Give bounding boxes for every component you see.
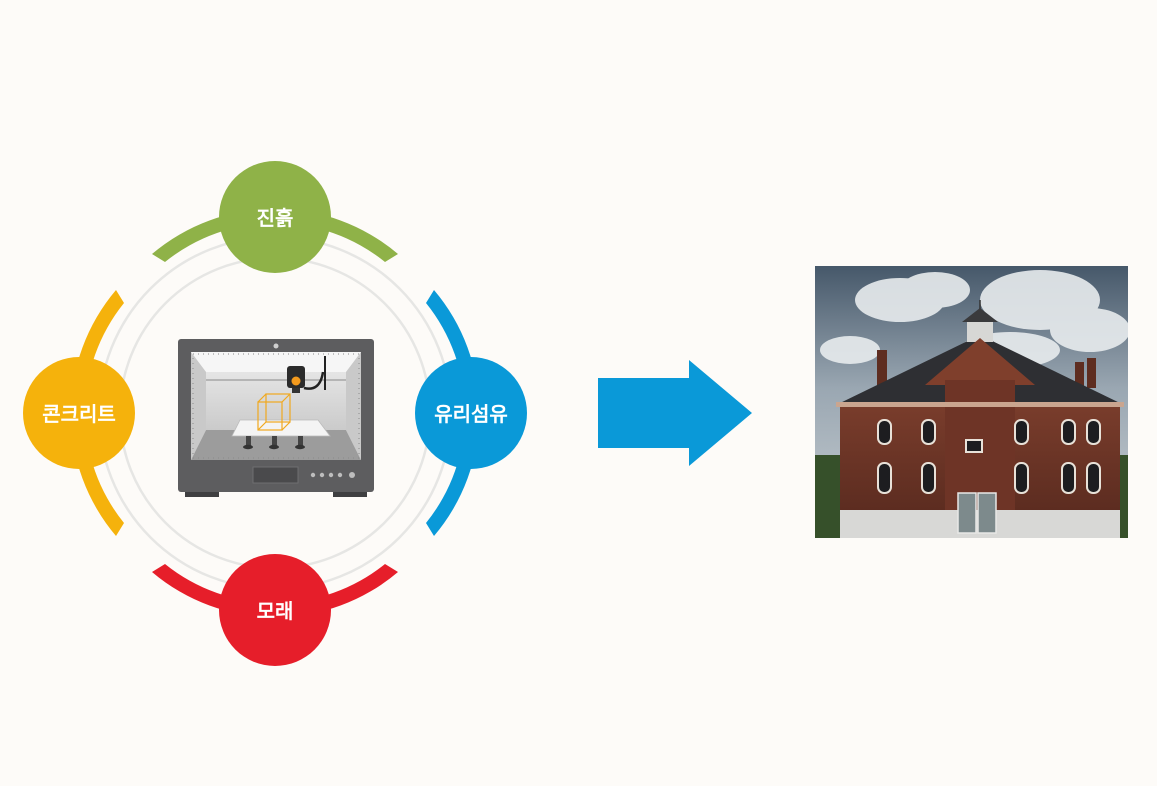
node-left-label: 콘크리트 <box>42 402 116 426</box>
node-right-label: 유리섬유 <box>434 402 508 426</box>
node-top: 진흙 <box>219 161 331 273</box>
material-cycle: 진흙 유리섬유 모래 콘크리트 <box>23 161 527 666</box>
node-right: 유리섬유 <box>415 357 527 469</box>
node-bottom: 모래 <box>219 554 331 666</box>
brick-building-photo <box>815 266 1128 538</box>
arc-bottom <box>152 564 398 618</box>
3d-printer-icon <box>178 339 374 497</box>
node-bottom-label: 모래 <box>257 599 294 623</box>
node-left: 콘크리트 <box>23 357 135 469</box>
right-arrow-icon <box>598 360 752 466</box>
arc-top <box>152 208 398 262</box>
arc-left <box>70 290 124 536</box>
arc-right <box>426 290 480 536</box>
node-top-label: 진흙 <box>257 206 294 230</box>
